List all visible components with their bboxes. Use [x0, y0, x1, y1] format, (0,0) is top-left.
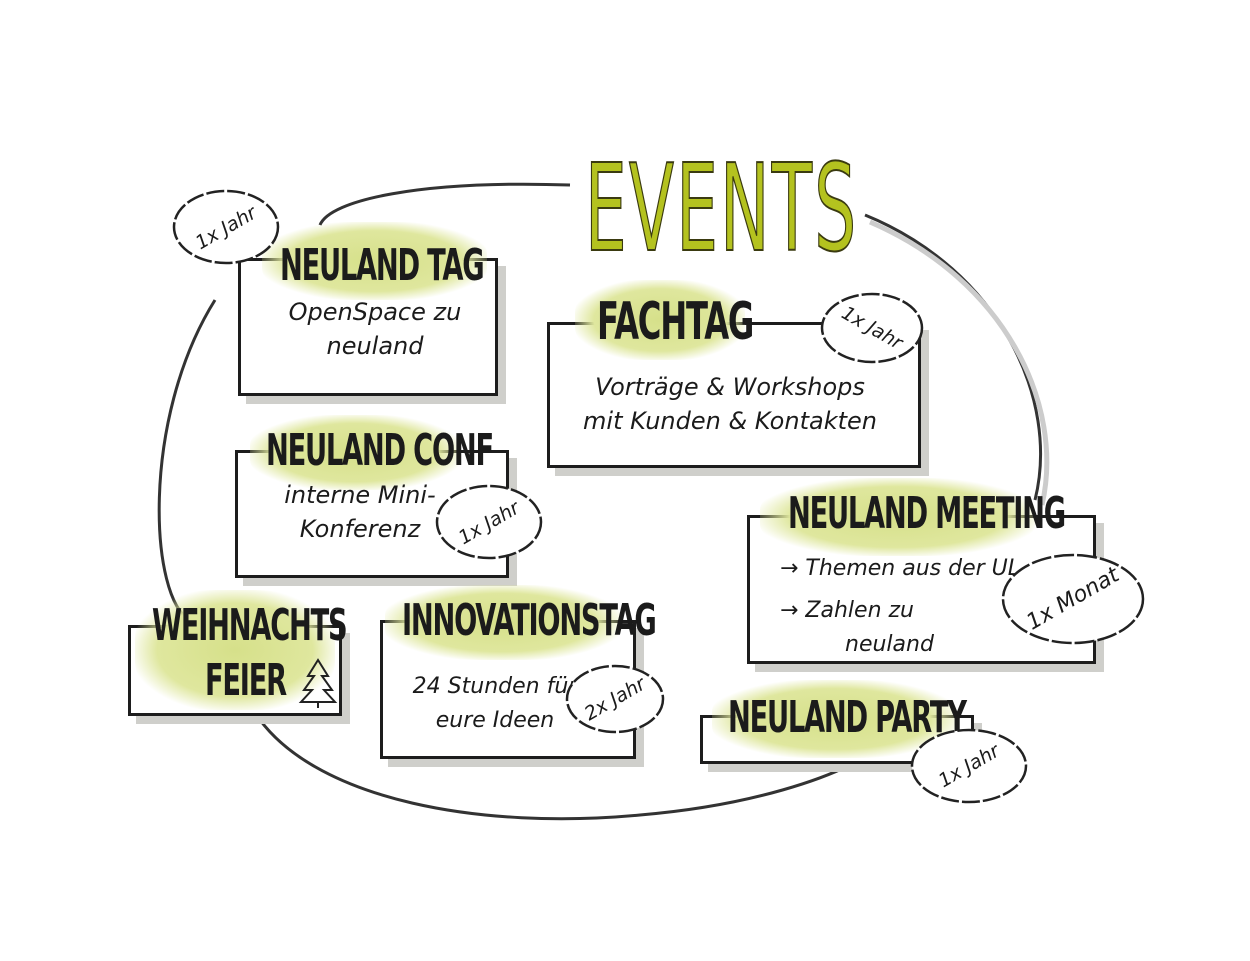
body-line: neuland: [845, 632, 934, 657]
highlight: [385, 585, 620, 660]
main-title: EVENTS: [584, 139, 859, 280]
tree-icon: [298, 658, 338, 708]
body-line: OpenSpace zu: [288, 298, 462, 326]
event-body: 24 Stunden für eure Ideen: [405, 670, 585, 738]
body-line: mit Kunden & Kontakten: [583, 407, 877, 435]
body-line: eure Ideen: [435, 708, 555, 733]
event-title: NEULAND MEETING: [788, 488, 1066, 539]
event-body: Vorträge & Workshops mit Kunden & Kontakt…: [560, 370, 900, 438]
body-line: 24 Stunden für: [412, 674, 578, 699]
cloud-icon: 1x Jahr: [908, 725, 1030, 807]
body-line: Vorträge & Workshops: [595, 373, 865, 401]
event-title: NEULAND TAG: [280, 240, 485, 291]
body-line: interne Mini-: [284, 481, 436, 509]
event-body: OpenSpace zu neuland: [260, 295, 490, 363]
highlight: [250, 415, 460, 490]
highlight: [760, 478, 1035, 556]
highlight: [712, 680, 957, 758]
event-title: NEULAND CONF: [266, 425, 494, 476]
highlight: [135, 590, 335, 710]
event-title: FACHTAG: [597, 292, 754, 352]
cloud-icon: 1x Jahr: [170, 185, 282, 270]
event-title: INNOVATIONSTAG: [402, 595, 657, 646]
cloud-icon: 1x Monat: [998, 548, 1148, 650]
highlight: [575, 280, 745, 360]
event-body: interne Mini- Konferenz: [260, 478, 460, 546]
event-title: WEIHNACHTS: [152, 600, 348, 651]
body-line: → Themen aus der UL: [780, 556, 1021, 581]
cloud-icon: 1x Jahr: [433, 480, 545, 565]
body-line: Konferenz: [299, 515, 421, 543]
body-line: neuland: [326, 332, 424, 360]
body-line: → Zahlen zu: [780, 598, 914, 623]
cloud-icon: 2x Jahr: [563, 660, 667, 738]
highlight: [262, 222, 487, 300]
event-body: → Themen aus der UL → Zahlen zu neuland: [780, 552, 1080, 662]
event-title: NEULAND PARTY: [728, 692, 967, 743]
event-title-line2: FEIER: [205, 655, 287, 706]
cloud-icon: 1x Jahr: [818, 288, 926, 368]
